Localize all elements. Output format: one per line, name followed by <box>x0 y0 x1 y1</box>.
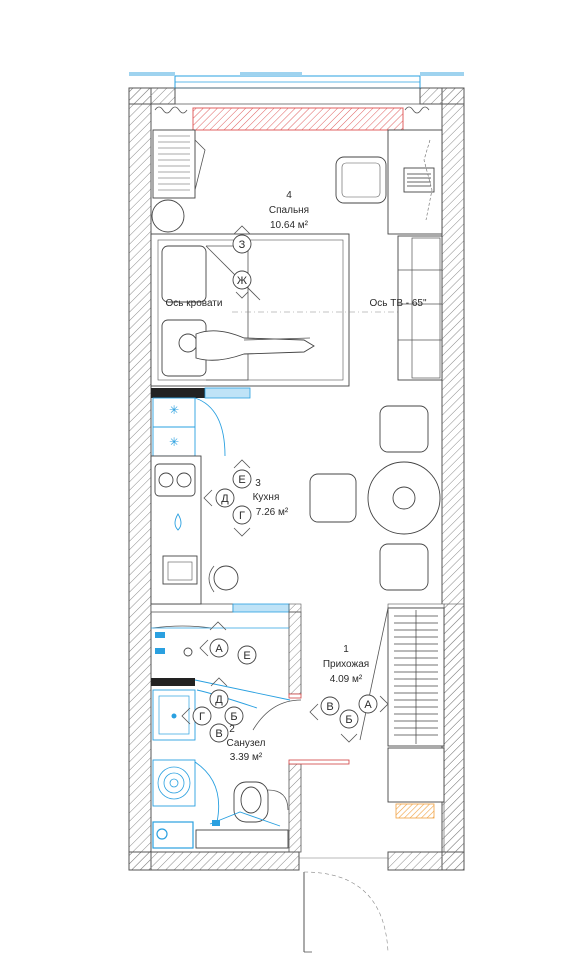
svg-text:Г: Г <box>199 711 205 723</box>
outer-walls <box>128 72 465 871</box>
marker-bath-v: В <box>209 723 229 743</box>
svg-text:Ж: Ж <box>237 275 247 287</box>
marker-kitchen-g: Г <box>232 505 252 537</box>
bathroom <box>151 625 302 849</box>
svg-text:З: З <box>239 239 246 251</box>
kitchen-area: 7.26 м² <box>256 507 289 518</box>
svg-text:Б: Б <box>230 711 237 723</box>
room-labels: 4 Спальня 10.64 м² 3 Кухня 7.26 м² 1 При… <box>166 190 427 763</box>
marker-bath-b: Б <box>224 706 244 726</box>
svg-text:Д: Д <box>221 493 229 505</box>
tv-axis-label: Ось ТВ - 65" <box>369 298 427 309</box>
kitchen-name: Кухня <box>253 492 280 503</box>
svg-text:✳: ✳ <box>169 435 179 449</box>
svg-text:А: А <box>215 643 223 655</box>
marker-bath-g: Г <box>181 706 212 726</box>
bedroom-name: Спальня <box>269 205 309 216</box>
marker-hall-v: В <box>309 696 340 721</box>
bedroom-number: 4 <box>286 190 292 201</box>
bath-number: 2 <box>229 724 235 735</box>
svg-text:А: А <box>364 699 372 711</box>
bedroom-area: 10.64 м² <box>270 220 309 231</box>
bed-axis-label: Ось кровати <box>166 298 223 309</box>
svg-text:Б: Б <box>345 714 352 726</box>
marker-hall-a-upper: А <box>199 621 229 658</box>
marker-bedroom-zh: Ж <box>232 270 252 299</box>
marker-hall-b: Б <box>339 709 359 743</box>
svg-text:В: В <box>326 701 333 713</box>
svg-text:В: В <box>215 728 222 740</box>
marker-bath-d: Д <box>209 677 229 709</box>
svg-text:Д: Д <box>215 694 223 706</box>
marker-kitchen-e: Е <box>232 459 252 489</box>
svg-text:Е: Е <box>238 474 245 486</box>
hall-name: Прихожая <box>323 659 369 670</box>
bedroom <box>150 106 443 387</box>
kitchen: ✳ ✳ <box>150 397 441 605</box>
bath-name: Санузел <box>227 738 266 749</box>
hall-area: 4.09 м² <box>330 674 363 685</box>
svg-text:Г: Г <box>239 510 245 522</box>
hallway <box>288 607 445 953</box>
bath-area: 3.39 м² <box>230 752 263 763</box>
svg-text:✳: ✳ <box>169 403 179 417</box>
marker-hall-e-upper: Е <box>237 645 257 665</box>
marker-hall-a: А <box>358 694 389 714</box>
hall-number: 1 <box>343 644 349 655</box>
kitchen-number: 3 <box>255 478 261 489</box>
view-markers: З Ж Е Д Г А <box>181 225 389 743</box>
marker-bedroom-z: З <box>232 225 252 254</box>
marker-kitchen-d: Д <box>203 488 235 508</box>
svg-text:Е: Е <box>243 650 250 662</box>
